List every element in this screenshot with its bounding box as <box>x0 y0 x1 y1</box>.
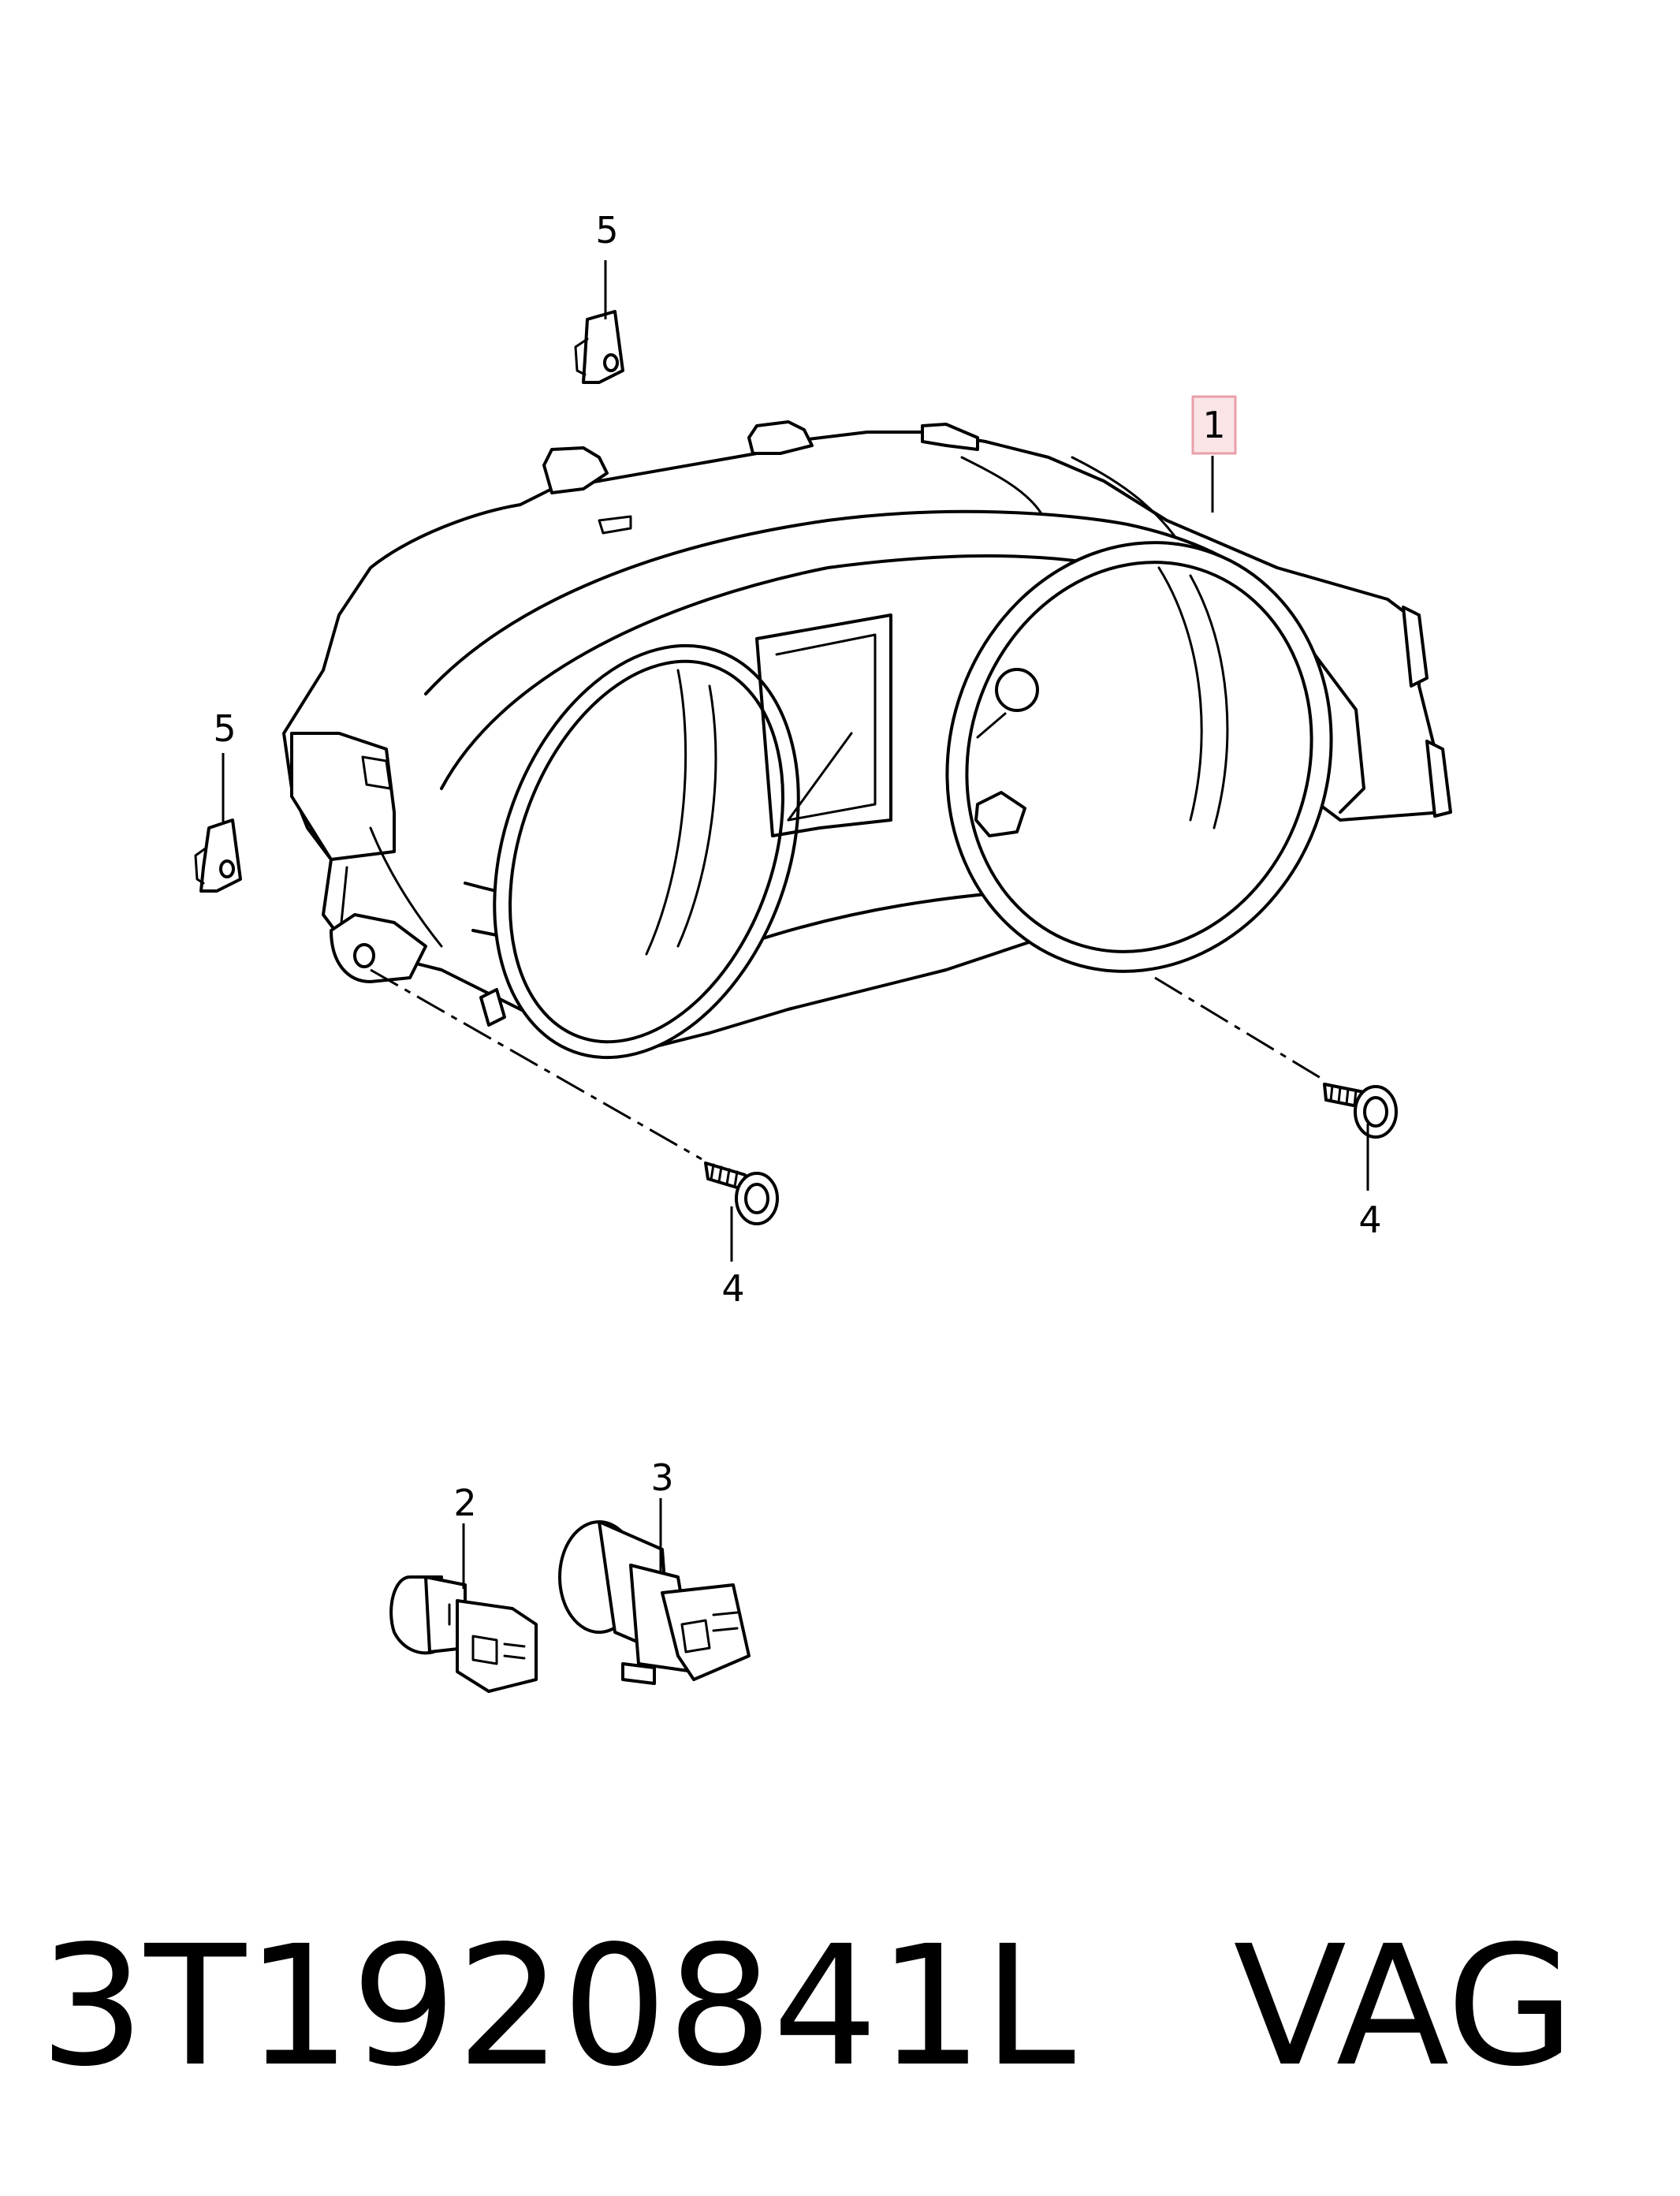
bulb-holder <box>389 1575 538 1693</box>
assembly-line-right <box>1154 976 1325 1082</box>
part-number-caption: 3T1920841L VAG <box>39 1924 1574 2090</box>
screw-right <box>1323 1083 1398 1139</box>
instrument-cluster-housing <box>282 420 1452 1060</box>
callout-2[interactable]: 2 <box>453 1482 476 1524</box>
callout-1-highlight <box>1191 395 1237 455</box>
callout-1[interactable]: 1 <box>1202 404 1225 446</box>
part-number: 3T1920841L <box>39 1910 1076 2103</box>
callout-5-top[interactable]: 5 <box>595 209 618 252</box>
callout-4-left[interactable]: 4 <box>721 1267 744 1310</box>
screw-left <box>704 1161 779 1225</box>
assembly-line-left <box>370 968 702 1161</box>
clip-nut-left <box>194 818 242 893</box>
lamp-socket <box>558 1520 751 1685</box>
callout-3[interactable]: 3 <box>650 1456 673 1499</box>
callout-5-left[interactable]: 5 <box>213 707 236 750</box>
clip-nut-top <box>574 310 624 384</box>
brand-name: VAG <box>1233 1910 1575 2103</box>
callout-4-right[interactable]: 4 <box>1358 1199 1381 1241</box>
